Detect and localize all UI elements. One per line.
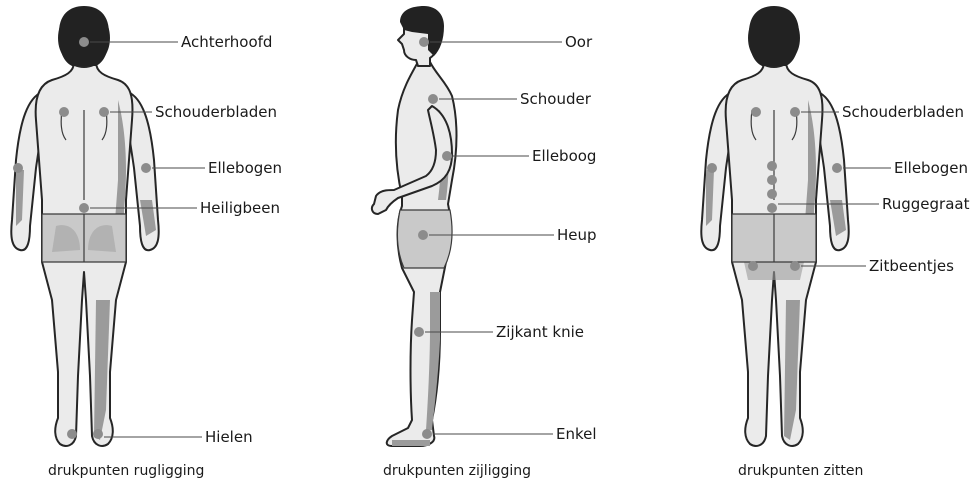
labels-back: Achterhoofd Schouderbladen Ellebogen Hei… xyxy=(155,33,282,446)
label-ruggegraat: Ruggegraat xyxy=(882,195,970,213)
pressure-point xyxy=(141,163,151,173)
pressure-point xyxy=(767,161,777,171)
label-enkel: Enkel xyxy=(556,425,597,443)
pressure-point xyxy=(59,107,69,117)
pressure-point xyxy=(751,107,761,117)
pressure-point xyxy=(67,429,77,439)
pressure-point xyxy=(93,429,103,439)
pressure-point xyxy=(767,203,777,213)
pressure-point xyxy=(13,163,23,173)
label-ellebogen: Ellebogen xyxy=(208,159,282,177)
pressure-point xyxy=(767,189,777,199)
label-heiligbeen: Heiligbeen xyxy=(200,199,280,217)
body-silhouette-sitting xyxy=(701,6,848,446)
pressure-point xyxy=(414,327,424,337)
pressure-point xyxy=(832,163,842,173)
pressure-point xyxy=(422,429,432,439)
pressure-point xyxy=(418,230,428,240)
label-hielen: Hielen xyxy=(205,428,253,446)
figure-sitting: Schouderbladen Ellebogen Ruggegraat Zitb… xyxy=(701,6,969,479)
pressure-point xyxy=(99,107,109,117)
body-silhouette-side xyxy=(372,6,457,446)
body-silhouette-back xyxy=(11,6,158,446)
label-schouder: Schouder xyxy=(520,90,592,108)
label-heup: Heup xyxy=(557,226,597,244)
caption-zitten: drukpunten zitten xyxy=(738,463,863,479)
label-elleboog: Elleboog xyxy=(532,147,596,165)
pressure-point xyxy=(419,37,429,47)
pressure-point xyxy=(442,151,452,161)
labels-side: Oor Schouder Elleboog Heup Zijkant knie … xyxy=(496,33,597,443)
pressure-point xyxy=(767,175,777,185)
label-oor: Oor xyxy=(565,33,593,51)
label-schouderbladen: Schouderbladen xyxy=(842,103,964,121)
pressure-point xyxy=(707,163,717,173)
caption-zijligging: drukpunten zijligging xyxy=(383,463,531,479)
label-ellebogen: Ellebogen xyxy=(894,159,968,177)
label-zijkant-knie: Zijkant knie xyxy=(496,323,584,341)
label-schouderbladen: Schouderbladen xyxy=(155,103,277,121)
figure-back-lying: Achterhoofd Schouderbladen Ellebogen Hei… xyxy=(11,6,282,479)
caption-rugligging: drukpunten rugligging xyxy=(48,463,204,479)
pressure-point xyxy=(748,261,758,271)
label-zitbeentjes: Zitbeentjes xyxy=(869,257,954,275)
pressure-point xyxy=(428,94,438,104)
pressure-point xyxy=(790,107,800,117)
figure-side-lying: Oor Schouder Elleboog Heup Zijkant knie … xyxy=(372,6,597,479)
pressure-point xyxy=(79,37,89,47)
label-achterhoofd: Achterhoofd xyxy=(181,33,272,51)
pressure-point xyxy=(790,261,800,271)
labels-sitting: Schouderbladen Ellebogen Ruggegraat Zitb… xyxy=(842,103,970,275)
pressure-point xyxy=(79,203,89,213)
